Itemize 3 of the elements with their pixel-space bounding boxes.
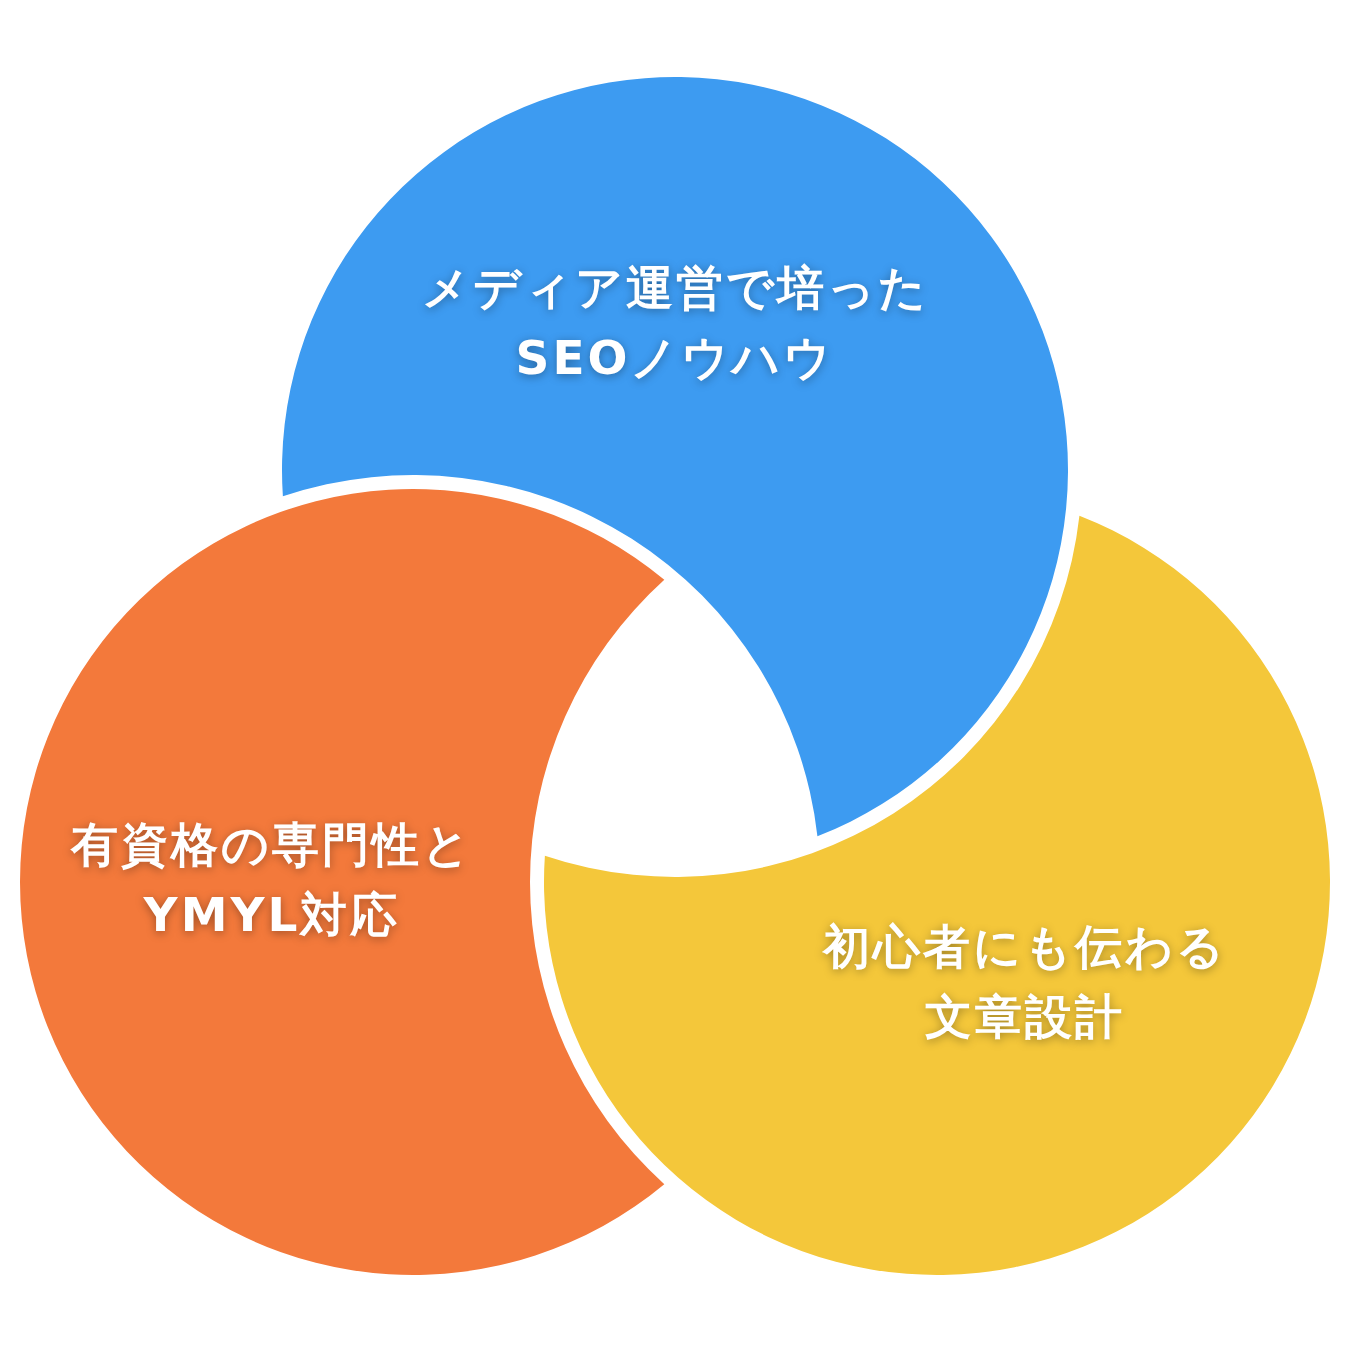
circle-label: 有資格の専門性とYMYL対応 [69,816,474,944]
circle-label: メディア運営で培ったSEOノウハウ [420,259,930,387]
circle-label: 初心者にも伝わる文章設計 [821,918,1228,1046]
